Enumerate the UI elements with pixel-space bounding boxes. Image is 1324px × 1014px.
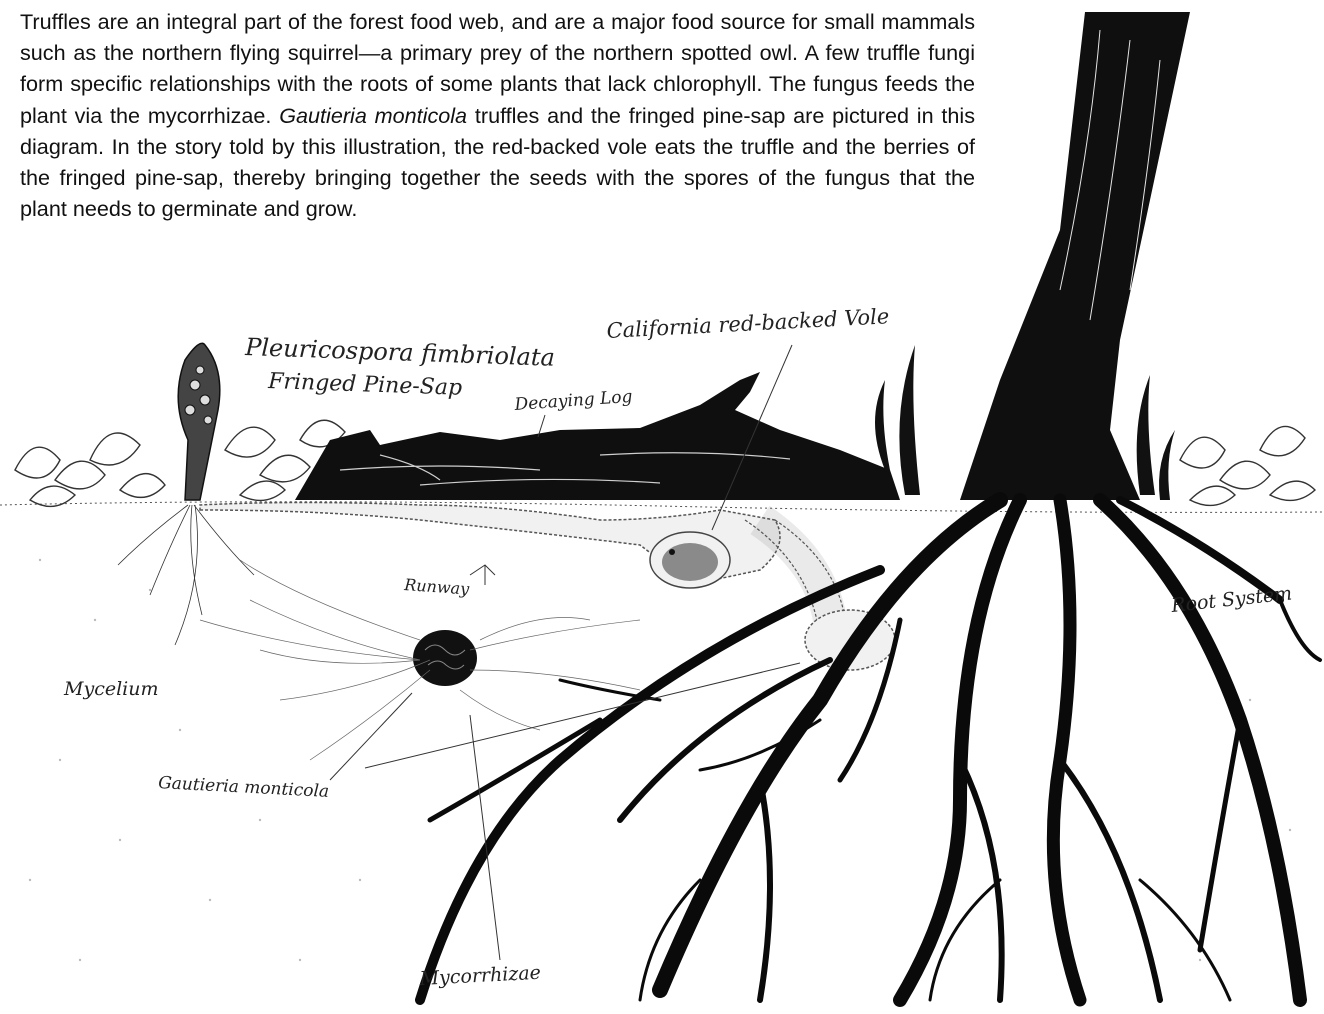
fringed-pine-sap-plant [118, 343, 254, 645]
label-runway: Runway [403, 575, 471, 599]
ground-plants-left [15, 420, 345, 506]
soil-specks [29, 559, 1291, 961]
red-backed-vole [650, 532, 730, 588]
label-truffle: Gautieria monticola [158, 773, 330, 802]
label-mycelium: Mycelium [63, 678, 158, 700]
ground-plants-right [1180, 426, 1315, 505]
root-system [420, 500, 1320, 1000]
label-plant-scientific: Pleuricospora fimbriolata [244, 333, 556, 372]
intro-species-italic: Gautieria monticola [279, 103, 467, 128]
label-vole: California red-backed Vole [606, 304, 890, 343]
intro-paragraph: Truffles are an integral part of the for… [20, 6, 975, 224]
label-decaying-log: Decaying Log [513, 387, 633, 415]
label-root-system: Root System [1169, 582, 1293, 617]
label-plant-common: Fringed Pine-Sap [267, 369, 463, 401]
truffle-gautieria [413, 630, 477, 686]
tree-trunk [960, 12, 1190, 500]
